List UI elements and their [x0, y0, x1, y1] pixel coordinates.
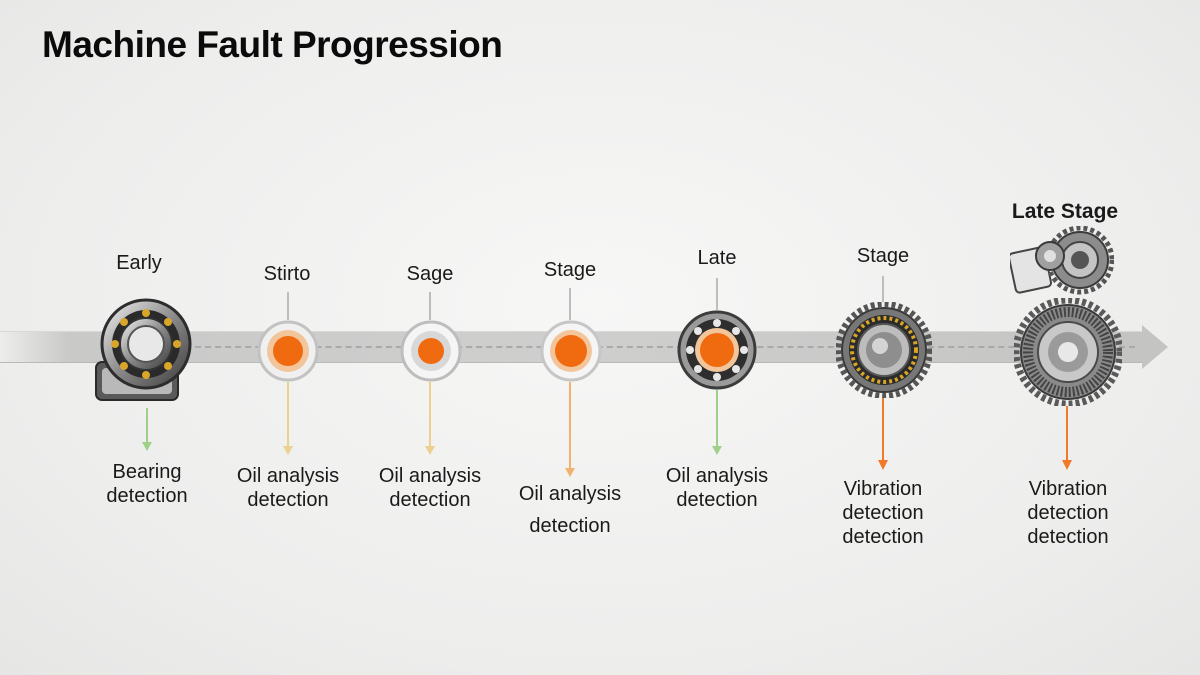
bearing-icon [95, 298, 192, 401]
stage-7-connector [1066, 406, 1068, 462]
stage-6-label: Stage [856, 245, 910, 267]
stage-4-label: Stage [543, 259, 597, 281]
stage-5-connector [716, 390, 718, 448]
stage-7-label: Late Stage [1011, 200, 1119, 223]
stage-4-connector-head [565, 468, 575, 477]
stage-3-label: Sage [406, 263, 454, 285]
stage-5-tick [716, 278, 718, 310]
stage-2-connector-head [283, 446, 293, 455]
stage-5-connector-head [712, 446, 722, 455]
worn-gear-icon [1014, 298, 1122, 406]
stage-4-tick [569, 288, 571, 320]
stage-1-connector-head [142, 442, 152, 451]
oil-particle-icon [400, 320, 462, 382]
timeline-dashed-line [195, 346, 1135, 348]
bearing-wear-icon [677, 310, 757, 390]
stage-6-tick [882, 276, 884, 302]
diagram-title: Machine Fault Progression [42, 24, 503, 65]
stage-2-label: Stirto [263, 263, 311, 285]
stage-1-connector [146, 408, 148, 444]
stage-2-tick [287, 292, 289, 320]
damaged-gear-assembly-icon [1010, 226, 1114, 295]
stage-2-connector [287, 382, 289, 448]
oil-particle-icon [257, 320, 319, 382]
timeline-arrow-head [1142, 325, 1168, 369]
stage-1-label: Early [116, 252, 162, 274]
stage-5-label: Late [697, 247, 737, 269]
stage-4-connector [569, 382, 571, 470]
oil-particle-icon [540, 320, 602, 382]
gear-icon [836, 302, 932, 398]
stage-7-connector-head [1062, 460, 1072, 470]
stage-3-connector [429, 382, 431, 448]
stage-3-tick [429, 292, 431, 320]
stage-3-connector-head [425, 446, 435, 455]
stage-6-connector-head [878, 460, 888, 470]
stage-6-connector [882, 398, 884, 462]
